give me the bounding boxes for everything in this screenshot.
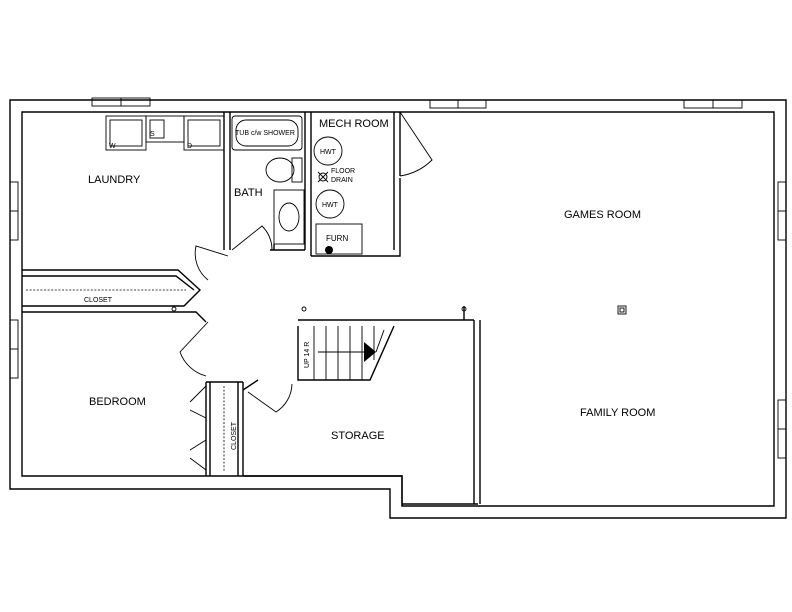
interior-walls — [22, 112, 481, 506]
closet-label-lower: CLOSET — [231, 421, 238, 450]
doors — [171, 111, 467, 471]
tub-label: TUB c/w SHOWER — [235, 130, 295, 137]
laundry-label: LAUNDRY — [88, 174, 141, 186]
stairs-label: UP 14 R — [304, 342, 311, 368]
games-room-label: GAMES ROOM — [564, 209, 641, 221]
stairs — [313, 326, 385, 380]
bedroom-label: BEDROOM — [89, 396, 146, 408]
furnace-label: FURN — [326, 234, 348, 243]
sink-label: S — [150, 131, 155, 138]
mech-room-label: MECH ROOM — [319, 118, 389, 130]
mech-fixtures — [313, 136, 627, 315]
bath-label: BATH — [234, 187, 263, 199]
floor-drain-label-2: DRAIN — [331, 177, 353, 184]
closet-label-upper: CLOSET — [84, 297, 113, 304]
floor-drain-label-1: FLOOR — [331, 168, 355, 175]
dryer-label: D — [187, 143, 192, 150]
windows — [9, 97, 787, 459]
hwt-label-2: HWT — [322, 202, 339, 209]
washer-label: W — [109, 143, 116, 150]
family-room-label: FAMILY ROOM — [580, 407, 655, 419]
storage-label: STORAGE — [331, 430, 385, 442]
hwt-label-1: HWT — [320, 149, 337, 156]
laundry-fixtures — [105, 115, 225, 151]
exterior-walls — [9, 99, 787, 519]
bath-fixtures — [231, 115, 305, 245]
